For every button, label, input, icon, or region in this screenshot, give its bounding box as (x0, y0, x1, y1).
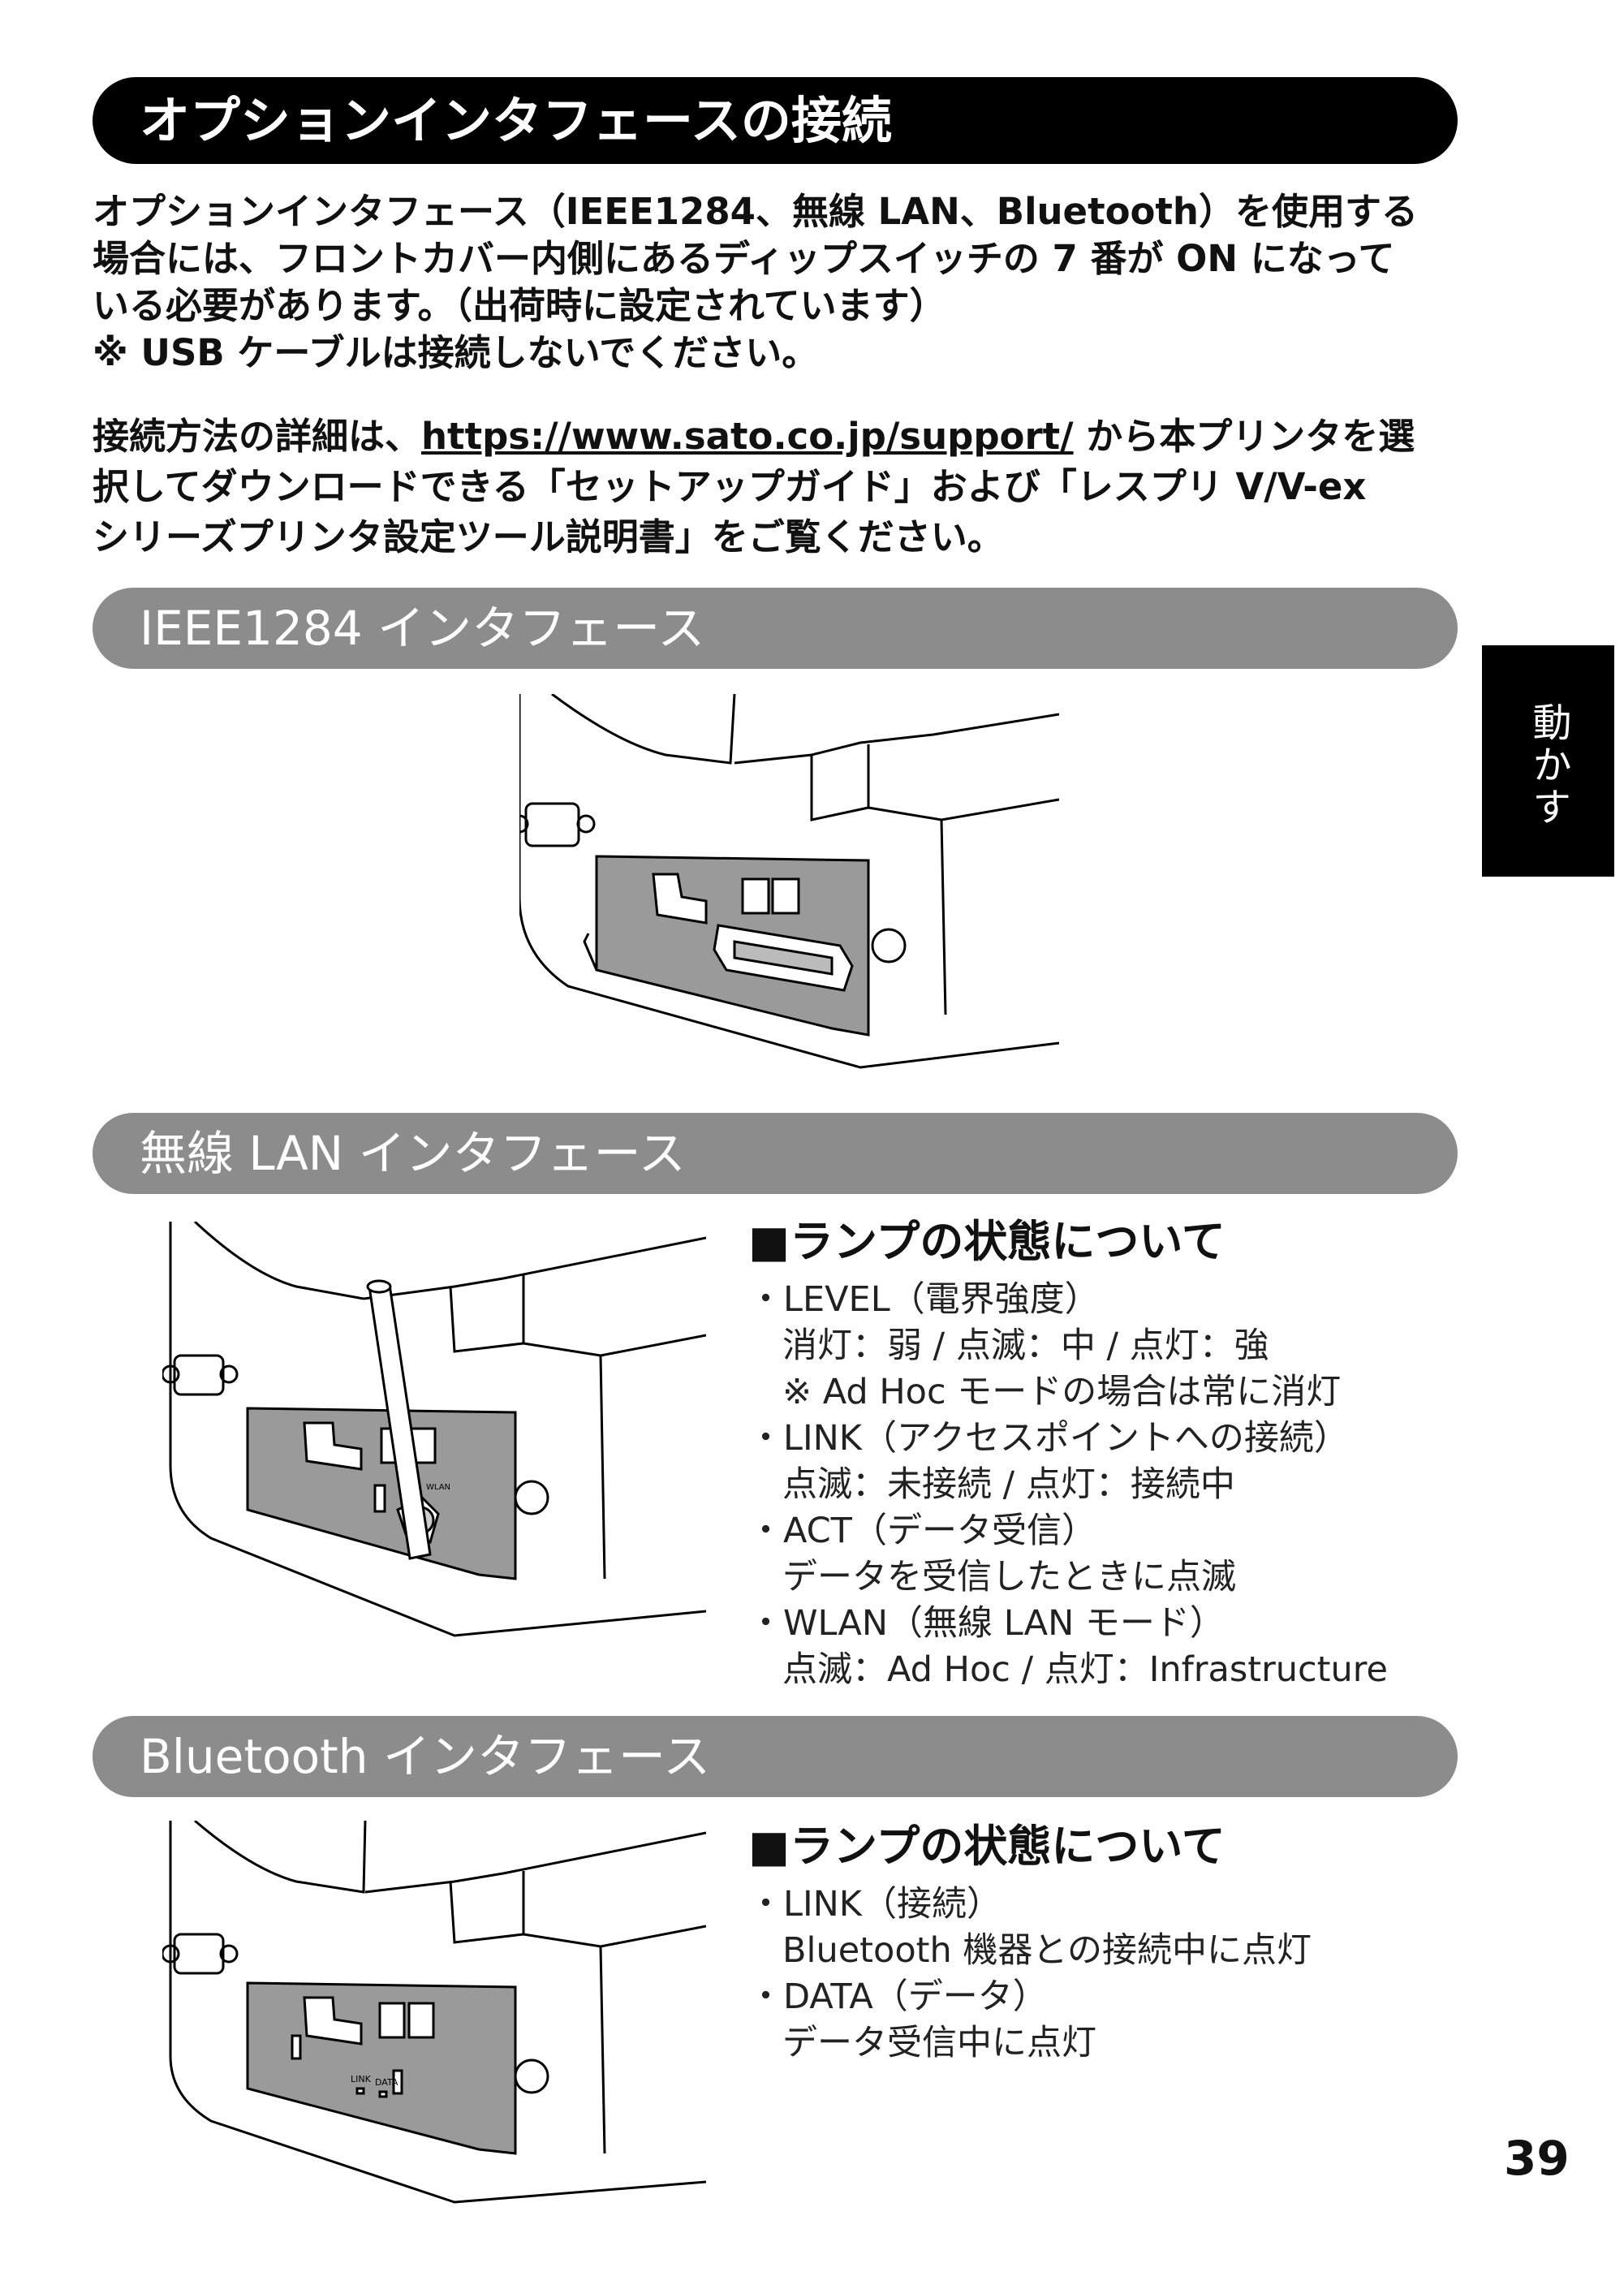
lamp-item-act: ・ACT（データ受信） (748, 1511, 1096, 1551)
link-led-icon (355, 2087, 365, 2095)
lan-port-icon (771, 877, 800, 915)
support-link[interactable]: https://www.sato.co.jp/support/ (421, 415, 1074, 458)
ieee1284-illustration (519, 694, 1059, 1071)
lamp-desc: データを受信したときに点滅 (782, 1557, 1236, 1597)
lamp-desc: 点滅：未接続 / 点灯：接続中 (782, 1464, 1235, 1505)
intro-line: いる必要があります。（出荷時に設定されています） (93, 284, 946, 327)
page-title: オプションインタフェースの接続 (93, 77, 1458, 164)
data-label: DATA (375, 2077, 398, 2088)
page-number: 39 (1504, 2131, 1570, 2186)
wlan-illustration: WLAN (162, 1222, 706, 1652)
intro-line: オプションインタフェース（IEEE1284、無線 LAN、Bluetooth）を… (93, 190, 1418, 233)
wlan-label: WLAN (426, 1483, 450, 1492)
lamp-desc: Bluetooth 機器との接続中に点灯 (782, 1930, 1312, 1971)
screw-icon (871, 928, 907, 963)
lamp-item-link: ・LINK（接続） (748, 1884, 1002, 1925)
lamp-item-wlan: ・WLAN（無線 LAN モード） (748, 1603, 1225, 1644)
lamp-desc: 消灯：弱 / 点滅：中 / 点灯：強 (782, 1326, 1269, 1366)
intro-text: オプションインタフェース（IEEE1284、無線 LAN、Bluetooth）を… (93, 188, 1464, 377)
screw-icon (514, 2058, 549, 2094)
screw-icon (514, 1480, 549, 1515)
section-bluetooth-title: Bluetooth インタフェース (93, 1716, 1458, 1797)
usb-port-icon (741, 877, 770, 915)
lamp-item-level: ・LEVEL（電界強度） (748, 1279, 1100, 1320)
lamp-heading: ■ランプの状態について (748, 1216, 1226, 1267)
section-ieee1284-title: IEEE1284 インタフェース (93, 588, 1458, 669)
bluetooth-lamp-status: ■ランプの状態について ・LINK（接続） Bluetooth 機器との接続中に… (748, 1818, 1312, 2067)
details-line: シリーズプリンタ設定ツール説明書」をご覧ください。 (93, 515, 1004, 558)
details-suffix: から本プリンタを選 (1073, 415, 1415, 458)
chapter-tab[interactable]: 動かす (1482, 645, 1614, 877)
connection-details: 接続方法の詳細は、https://www.sato.co.jp/support/… (93, 412, 1464, 563)
lamp-heading: ■ランプの状態について (748, 1821, 1226, 1872)
chapter-tab-label: 動かす (1525, 702, 1571, 829)
serial-port-icon (524, 802, 580, 847)
intro-line: 場合には、フロントカバー内側にあるディップスイッチの 7 番が ON になって (93, 237, 1395, 280)
lamp-desc: 点滅：Ad Hoc / 点灯：Infrastructure (782, 1649, 1388, 1690)
serial-port-icon (173, 1354, 225, 1396)
details-line: 択してダウンロードできる「セットアップガイド」および「レスプリ V/V-ex (93, 465, 1367, 508)
data-led-icon (378, 2090, 388, 2098)
intro-line: ※ USB ケーブルは接続しないでください。 (93, 331, 819, 374)
details-line: 接続方法の詳細は、https://www.sato.co.jp/support/… (93, 412, 1464, 462)
serial-port-icon (173, 1933, 225, 1975)
wlan-lamp-status: ■ランプの状態について ・LEVEL（電界強度） 消灯：弱 / 点滅：中 / 点… (748, 1213, 1388, 1693)
lamp-desc: データ受信中に点灯 (782, 2023, 1096, 2063)
bluetooth-illustration: LINK DATA (162, 1821, 706, 2214)
lamp-note: ※ Ad Hoc モードの場合は常に消灯 (782, 1372, 1342, 1412)
details-prefix: 接続方法の詳細は、 (93, 415, 422, 458)
lamp-item-data: ・DATA（データ） (748, 1976, 1048, 2017)
section-wlan-title: 無線 LAN インタフェース (93, 1113, 1458, 1194)
lamp-item-link: ・LINK（アクセスポイントへの接続） (748, 1418, 1349, 1459)
link-label: LINK (351, 2074, 372, 2084)
